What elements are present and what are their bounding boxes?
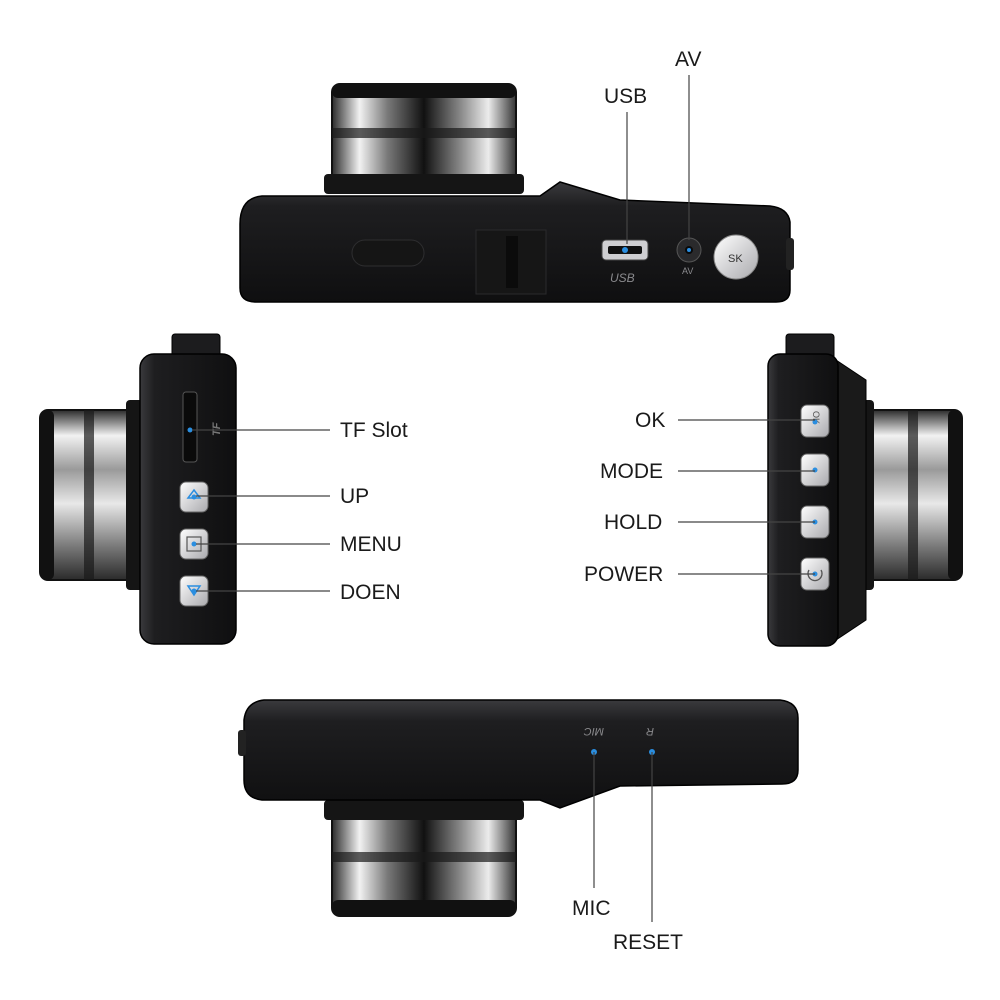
down-label: DOEN (340, 581, 401, 604)
hold-label: HOLD (604, 511, 663, 534)
ok-label: OK (635, 409, 666, 432)
right-view: OK (678, 333, 963, 647)
av-printed-mark: AV (682, 266, 693, 276)
reset-label: RESET (613, 931, 684, 954)
bottom-view: MIC R (238, 699, 799, 922)
usb-label: USB (604, 85, 648, 108)
usb-printed-mark: USB (610, 271, 635, 285)
mic-printed-mark: MIC (584, 725, 604, 737)
top-view: USB AV SK (239, 75, 794, 303)
mic-label: MIC (572, 897, 611, 920)
up-label: UP (340, 485, 370, 508)
tf-printed-mark: TF (211, 422, 223, 436)
ok-button[interactable]: OK (800, 404, 830, 438)
mode-button[interactable] (800, 453, 830, 487)
camera-body-right (767, 353, 839, 647)
mode-label: MODE (600, 460, 663, 483)
sk-dial (713, 234, 759, 280)
av-label: AV (675, 48, 702, 71)
reset-printed-mark: R (646, 725, 654, 737)
tf-slot-label: TF Slot (340, 419, 408, 442)
tf-slot (182, 391, 198, 463)
sk-printed-mark: SK (728, 253, 743, 265)
power-label: POWER (584, 563, 664, 586)
up-button[interactable] (179, 481, 209, 513)
camera-body-bottom (243, 699, 799, 809)
menu-label: MENU (340, 533, 402, 556)
left-view: TF (39, 333, 330, 645)
ok-printed-mark: OK (811, 411, 821, 424)
